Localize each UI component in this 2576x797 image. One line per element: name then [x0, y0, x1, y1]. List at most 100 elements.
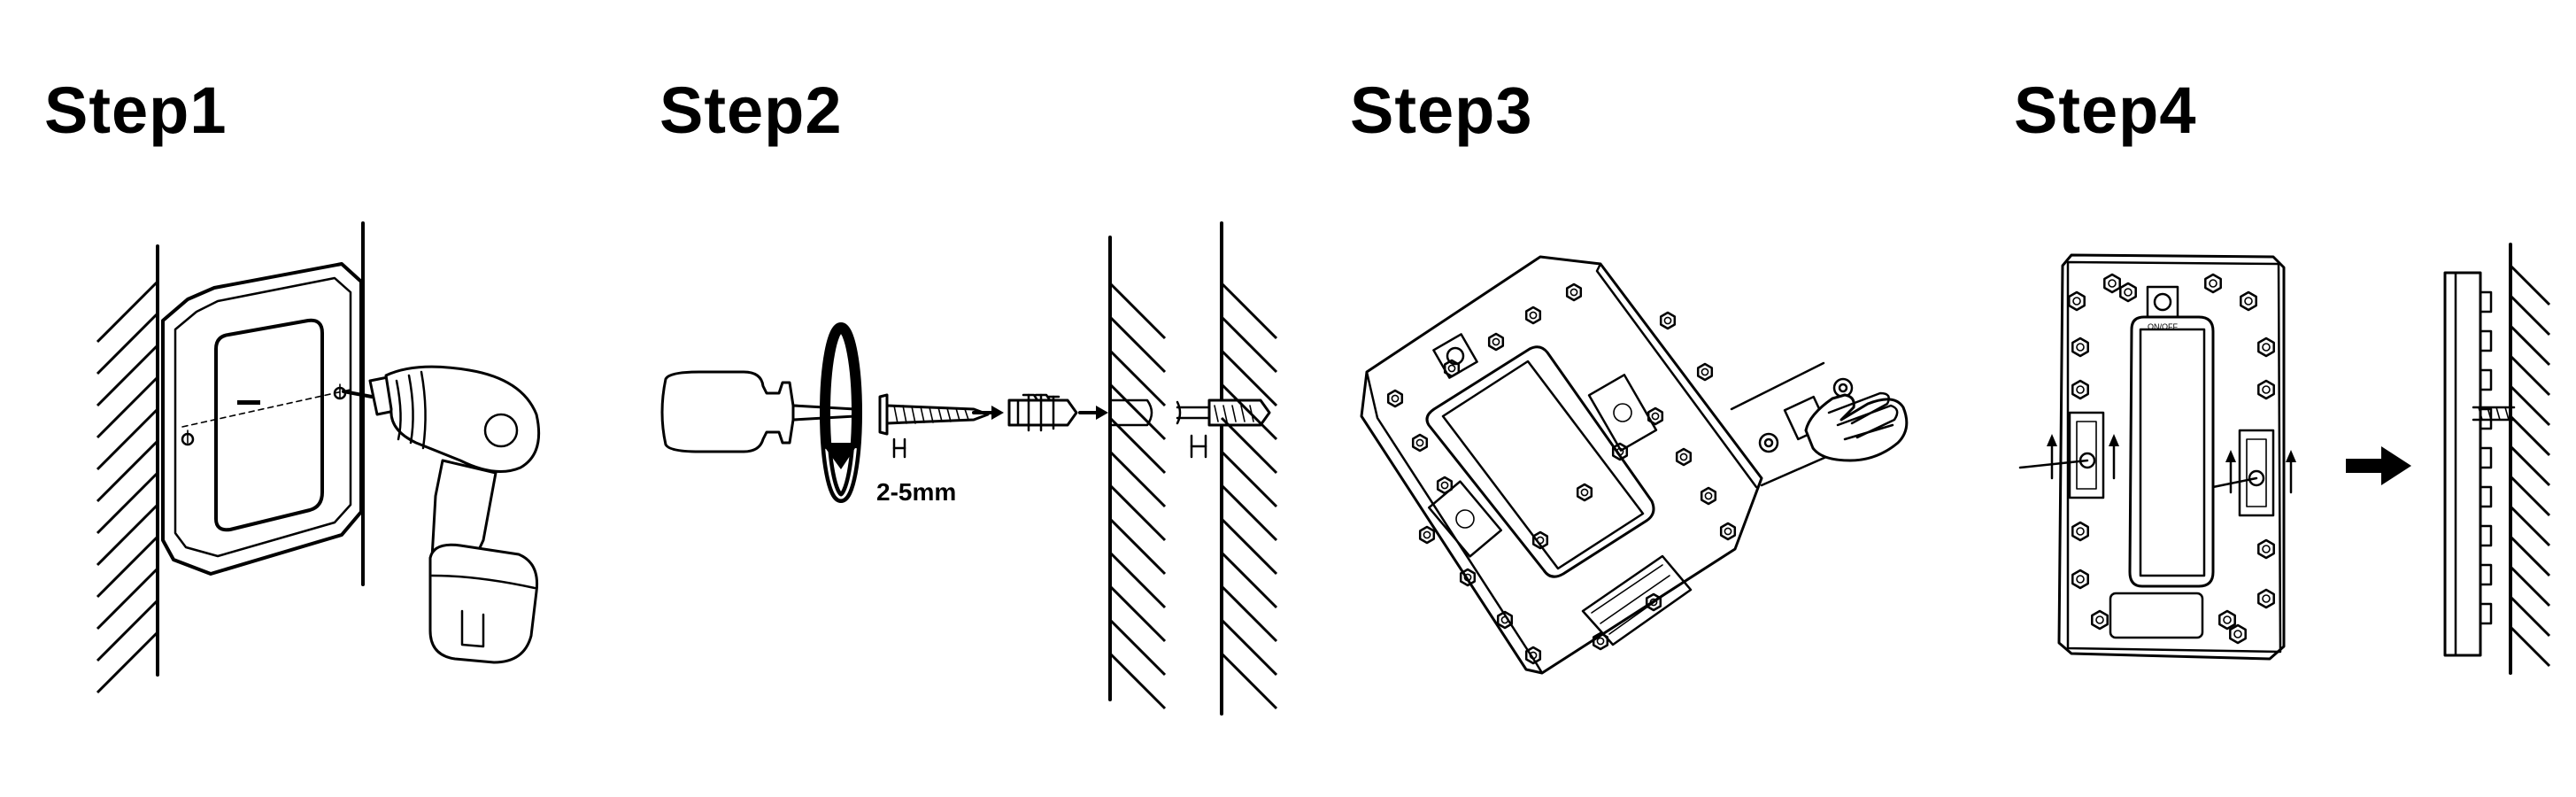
wall-hatch-line: [1220, 315, 1278, 374]
step2-wall-left: [1108, 236, 1167, 710]
bolt-center: [1423, 530, 1431, 539]
bolt-icon: [1487, 332, 1505, 352]
step3-onoff-hidden-anchor: [1457, 347, 1458, 348]
bolt-icon: [2071, 337, 2089, 358]
wall-hatch-line: [96, 631, 159, 694]
step4-title: Step4: [2014, 74, 2197, 147]
wall-hatch-line: [2509, 625, 2551, 668]
step4-device-front: [2018, 253, 2296, 661]
bolt-center: [1529, 311, 1538, 320]
wall-hatch-line: [1220, 484, 1278, 542]
bolt-icon: [2218, 609, 2236, 631]
step2-title: Step2: [659, 74, 843, 147]
bolt-icon: [2103, 273, 2121, 294]
wall-hatch-line: [1108, 383, 1167, 441]
bolt-icon: [1443, 359, 1461, 378]
wall-hatch-line: [1108, 315, 1167, 374]
bolt-icon: [2229, 623, 2247, 645]
wall-hatch-line: [2509, 505, 2551, 547]
wall-hatch-line: [2509, 294, 2551, 337]
bolt-icon: [2257, 538, 2275, 560]
bolt-center: [1704, 491, 1713, 500]
bolt-center: [1679, 453, 1688, 461]
bolt-center: [1663, 316, 1672, 325]
wall-hatch-line: [96, 407, 159, 471]
step3-device: [1360, 255, 1763, 675]
wall-hatch-line: [1108, 618, 1167, 677]
bolt-center: [1649, 598, 1658, 607]
bolt-center: [1500, 615, 1509, 624]
wall-hatch-line: [1108, 282, 1167, 340]
screw-icon: [878, 393, 990, 436]
side-tab: [2479, 563, 2493, 586]
bolt-center: [2076, 527, 2085, 536]
bolt-icon: [1459, 568, 1477, 587]
step2-wall-right: [1176, 221, 1278, 716]
bolt-center: [1580, 488, 1589, 497]
bolt-icon: [2257, 379, 2275, 400]
wall-hatch-line: [96, 344, 159, 407]
bolt-center: [2076, 385, 2085, 394]
wall-hatch-line: [96, 439, 159, 503]
bolt-icon: [2071, 569, 2089, 590]
wall-anchor-icon: [1007, 393, 1078, 432]
bolt-center: [1570, 288, 1578, 297]
wall-hatch-line: [1220, 652, 1278, 710]
wall-hatch-line: [1108, 416, 1167, 475]
wall-hatch-line: [1220, 416, 1278, 475]
wall-hatch-line: [1108, 584, 1167, 643]
bolt-icon: [1386, 389, 1404, 408]
bolt-center: [2076, 343, 2085, 352]
bolt-icon: [2068, 290, 2086, 312]
bolt-center: [1492, 337, 1500, 346]
bolt-center: [1616, 447, 1624, 456]
step1-frame: [161, 262, 363, 576]
wall-hatch-line: [2509, 475, 2551, 517]
bolt-icon: [1418, 525, 1436, 545]
wall-hatch-line: [96, 599, 159, 662]
bolt-center: [1415, 438, 1424, 447]
wall-hatch-line: [96, 567, 159, 631]
bolt-icon: [1565, 282, 1583, 302]
wall-hatch-line: [1108, 349, 1167, 407]
bolt-icon: [1659, 311, 1677, 330]
arrow-right-icon: [972, 406, 1108, 420]
wall-hatch-line: [1220, 517, 1278, 576]
gap-dimension: [892, 434, 1207, 459]
bolt-center: [1651, 412, 1660, 421]
bolt-center: [2124, 288, 2133, 297]
bolt-center: [1447, 364, 1456, 373]
bolt-center: [1440, 481, 1449, 490]
wall-hatch-line: [2509, 565, 2551, 607]
bolt-center: [2108, 279, 2117, 288]
power-drill-icon: [342, 365, 541, 664]
wall-hatch-line: [2509, 414, 2551, 457]
wall-hatch-line: [2509, 354, 2551, 397]
bolt-center: [2262, 343, 2271, 352]
wall-hatch-line: [1108, 652, 1167, 710]
wall-hatch-line: [1108, 484, 1167, 542]
side-tab: [2479, 602, 2493, 625]
rotation-arrow-icon: [820, 322, 862, 503]
step4-onoff-label: ON/OFF: [2148, 322, 2178, 331]
bolt-center: [1536, 536, 1545, 545]
wall-hatch-line: [2509, 535, 2551, 577]
step4-device-side: [2443, 243, 2551, 675]
wall-hatch-line: [96, 312, 159, 375]
bolt-center: [2209, 279, 2217, 288]
wall-hatch-line: [1108, 450, 1167, 508]
bolt-icon: [1647, 406, 1664, 426]
wall-hatch-line: [2509, 445, 2551, 487]
side-tab: [2479, 368, 2493, 391]
side-tab: [2479, 290, 2493, 313]
bolt-icon: [1700, 486, 1717, 506]
side-tab: [2479, 485, 2493, 508]
gap-label: 2-5mm: [876, 478, 957, 506]
bolt-icon: [2240, 290, 2257, 312]
wall-hatch-line: [1220, 282, 1278, 340]
wall-hatch-line: [96, 535, 159, 599]
